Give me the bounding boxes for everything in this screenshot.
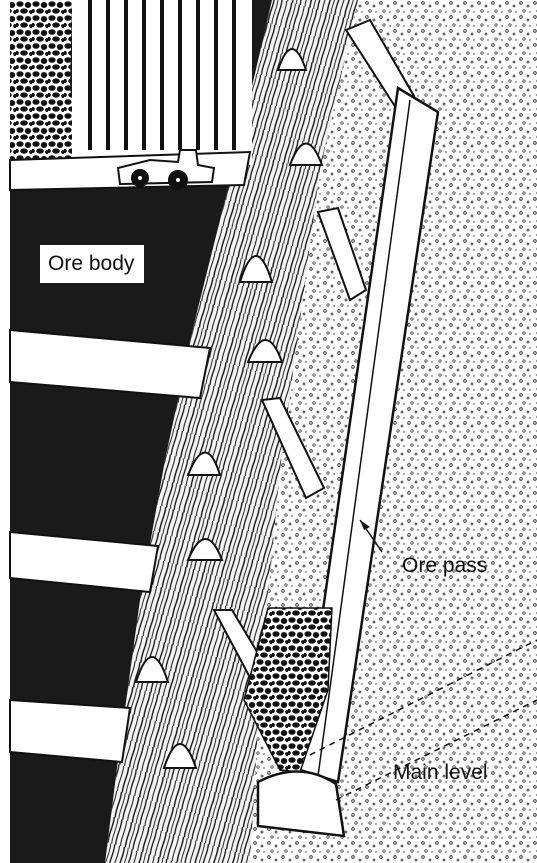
- ore-body-label: Ore body: [40, 245, 144, 283]
- ore-pass-label: Ore pass: [402, 555, 487, 576]
- main-level-label: Main level: [393, 762, 488, 783]
- main-level-drift: [258, 771, 344, 836]
